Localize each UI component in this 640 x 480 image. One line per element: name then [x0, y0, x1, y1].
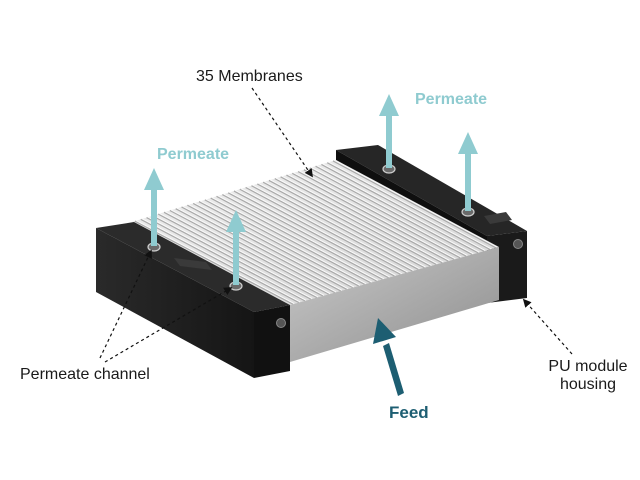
membrane-highlight: [141, 218, 301, 303]
membrane-sheet: [257, 183, 419, 270]
membrane-sheet: [262, 181, 425, 269]
membrane-sheet: [251, 185, 413, 272]
membrane-highlight: [211, 197, 373, 283]
membrane-sheet: [274, 178, 437, 265]
permeate-arrow-icon: [226, 210, 246, 285]
membrane-sheet: [321, 163, 485, 252]
membrane-sheet: [297, 170, 461, 259]
membrane-sheet: [286, 174, 449, 262]
membrane-sheet: [291, 172, 455, 261]
feed-arrow-icon: [373, 318, 404, 396]
membrane-highlight: [275, 177, 438, 265]
leader-channel-1: [99, 249, 152, 359]
housing-front-slot: [174, 258, 212, 270]
membrane-sheet: [134, 220, 294, 305]
membrane-sheet: [332, 160, 497, 249]
membrane-sheet: [233, 190, 395, 277]
membrane-highlight: [281, 175, 444, 263]
membrane-highlight: [264, 181, 426, 268]
leader-housing: [522, 298, 573, 355]
permeate-label-left: Permeate: [157, 146, 230, 163]
membrane-highlight: [165, 211, 325, 296]
leader-lines: [99, 87, 573, 363]
screw-icon: [513, 239, 523, 249]
screw-icon: [276, 318, 286, 328]
membrane-sheet: [169, 209, 330, 295]
membrane-sheet: [227, 192, 389, 279]
membrane-highlight: [316, 165, 480, 253]
permeate-arrow-icon: [458, 132, 478, 211]
membrane-highlight: [240, 188, 402, 275]
membrane-highlight: [170, 209, 331, 295]
membrane-sheet: [268, 179, 431, 267]
membrane-sheet: [198, 201, 359, 287]
membrane-sheet: [146, 216, 306, 302]
membrane-highlight: [252, 184, 414, 271]
membrane-highlight: [293, 172, 456, 260]
membrane-highlight: [217, 195, 379, 281]
membrane-highlight: [205, 198, 367, 285]
membrane-highlight: [188, 204, 349, 290]
membrane-stack-side: [290, 247, 499, 362]
membrane-sheet: [216, 195, 377, 282]
membrane-highlight: [135, 220, 295, 305]
membrane-highlight: [310, 166, 474, 255]
membrane-sheet: [152, 215, 312, 300]
membrane-highlight: [258, 182, 420, 270]
membrane-sheet: [181, 206, 342, 292]
membrane-highlight: [334, 159, 498, 248]
membrane-sheet: [245, 186, 407, 274]
membrane-highlight: [234, 189, 396, 276]
housing-back-slot: [484, 212, 512, 224]
membrane-highlight: [304, 168, 468, 256]
membrane-highlight: [223, 193, 384, 280]
membrane-sheet: [187, 204, 348, 290]
housing-label-line2: housing: [559, 376, 617, 393]
permeate-label-right: Permeate: [415, 91, 488, 108]
membrane-sheet: [204, 199, 365, 285]
membrane-sheet: [303, 169, 467, 257]
membrane-highlight: [246, 186, 408, 273]
permeate-channel-label: Permeate channel: [20, 366, 150, 383]
membranes-label: 35 Membranes: [196, 68, 303, 85]
membrane-highlight: [322, 163, 486, 251]
membrane-highlight: [199, 200, 361, 286]
membrane-sheet: [175, 208, 336, 294]
housing-label-line1: PU module: [548, 358, 628, 375]
leader-channel-2: [104, 287, 233, 363]
permeate-arrows: [144, 94, 478, 285]
membrane-sheet: [140, 218, 300, 304]
membrane-sheet: [280, 176, 443, 264]
membrane-highlight: [328, 161, 492, 250]
membrane-sheet: [326, 162, 491, 251]
membrane-highlight: [269, 179, 432, 266]
membrane-lines: [134, 159, 498, 305]
membrane-sheet: [192, 202, 354, 289]
housing-front-end: [254, 305, 290, 378]
membrane-sheet: [163, 211, 324, 297]
leader-membranes: [251, 87, 313, 178]
membrane-highlight: [194, 202, 355, 288]
membrane-highlight: [153, 214, 313, 300]
permeate-arrow-icon: [144, 168, 164, 246]
housing-front-side: [96, 228, 254, 378]
housing-front: [96, 222, 290, 378]
permeate-arrow-icon: [379, 94, 399, 168]
membrane-sheet: [315, 165, 479, 254]
membrane-sheet: [210, 197, 371, 284]
membrane-highlight: [299, 170, 462, 258]
membrane-sheet: [309, 167, 473, 256]
housing-label: PU module housing: [548, 358, 628, 394]
membrane-highlight: [229, 191, 390, 278]
membrane-sheet: [222, 193, 383, 280]
membrane-highlight: [182, 205, 343, 291]
feed-label: Feed: [389, 403, 429, 422]
membrane-highlight: [176, 207, 337, 293]
membrane-highlight: [147, 216, 307, 301]
membrane-sheet: [239, 188, 401, 275]
membrane-highlight: [287, 174, 450, 261]
